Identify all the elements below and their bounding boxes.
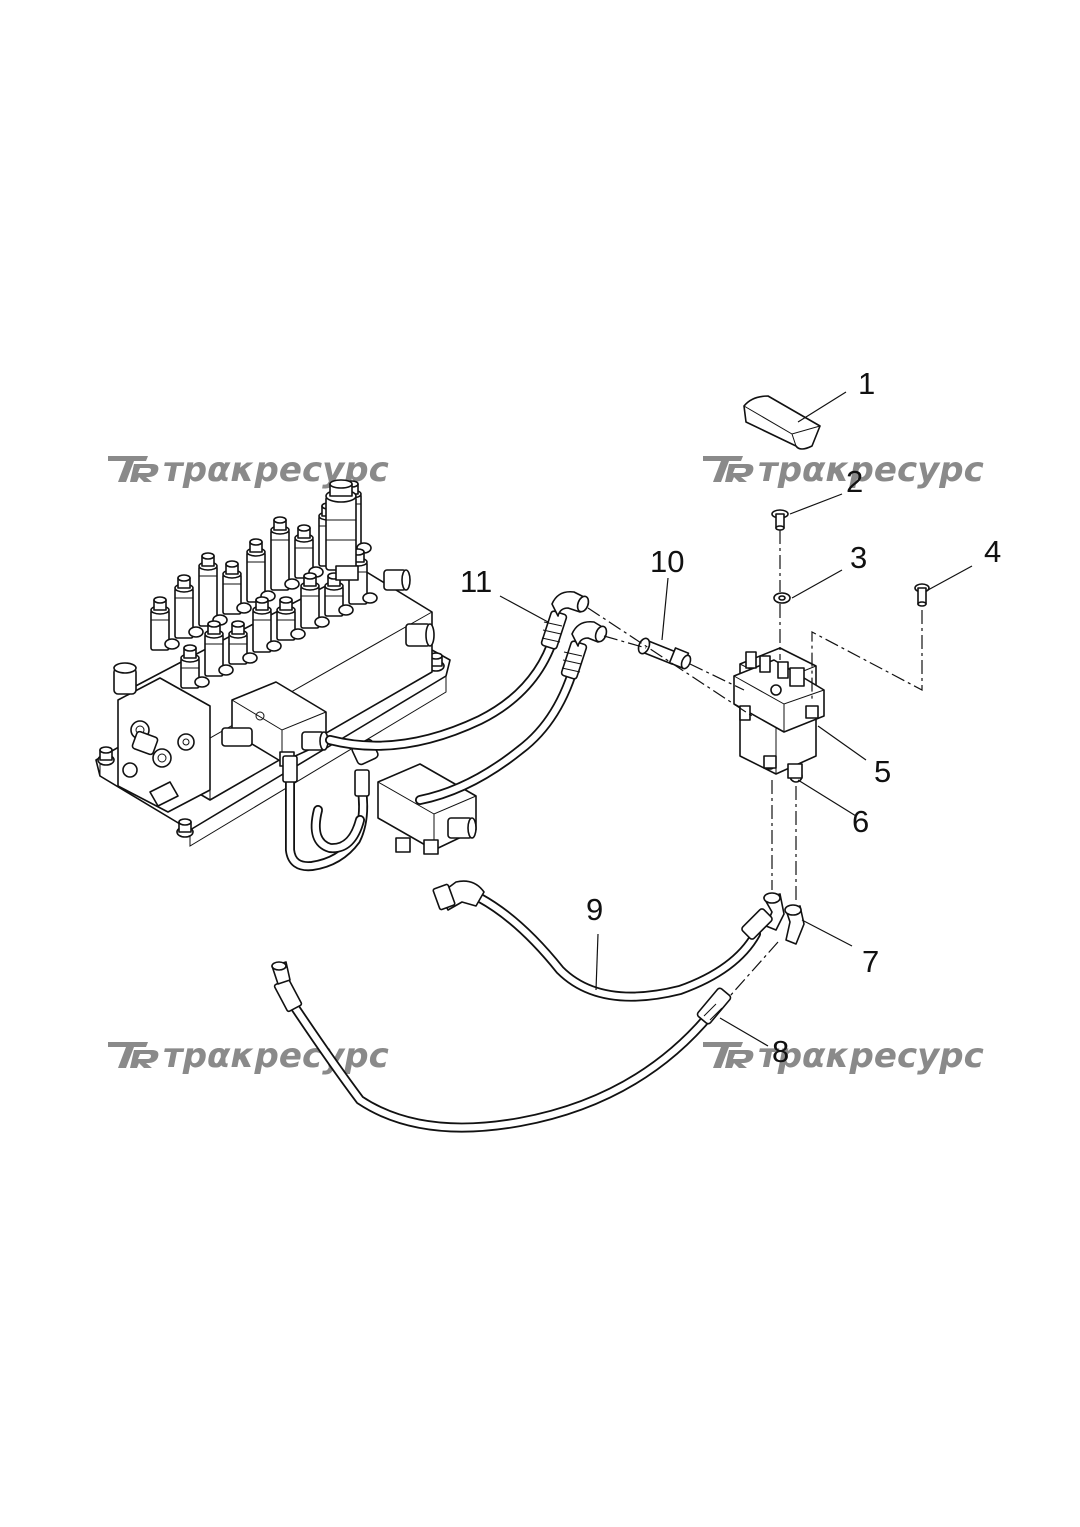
watermark-logo [108, 1042, 159, 1068]
shuttle-valve-block-upper [221, 681, 329, 767]
hose-assembly-11 [325, 590, 608, 805]
valve-spool [180, 644, 210, 689]
cover-1 [743, 395, 821, 450]
valve-spool [270, 516, 300, 591]
side-fitting [131, 730, 159, 756]
callout-7: 7 [862, 944, 879, 979]
callout-2: 2 [846, 464, 863, 499]
callout-10: 10 [650, 544, 684, 579]
screw-2 [771, 509, 789, 531]
short-hose-loop [310, 805, 365, 854]
callout-1: 1 [858, 366, 875, 401]
valve-end-section [117, 677, 211, 813]
valve-spool [204, 620, 234, 677]
watermark-logo [108, 456, 159, 482]
watermark-bottom-left: трακресурс [108, 1036, 389, 1076]
hose-assembly-8 [271, 961, 732, 1133]
watermark-top-right: трακресурс [703, 450, 984, 490]
pressure-switch-block-5 [733, 647, 825, 783]
hose-assembly-9 [432, 880, 773, 1002]
hose-crimp-sleeve [741, 908, 773, 940]
valve-spool [222, 560, 252, 615]
callout-6: 6 [852, 804, 869, 839]
watermark-bottom-right: трακресурс [703, 1036, 984, 1076]
leader-lines [499, 391, 973, 1047]
valve-spool [252, 596, 282, 653]
washer-3 [773, 592, 791, 604]
watermark-logo [703, 456, 754, 482]
callout-5: 5 [874, 754, 891, 789]
side-fitting [405, 623, 435, 647]
valve-spool [150, 596, 180, 651]
plate-bolt [176, 818, 194, 838]
valve-spool [276, 596, 306, 641]
control-valve-assembly [95, 479, 477, 872]
callout-4: 4 [984, 534, 1001, 569]
callout-11: 11 [460, 564, 492, 599]
adapter-10 [637, 637, 692, 670]
callout-3: 3 [850, 540, 867, 575]
valve-spool [300, 572, 330, 629]
relief-valve [325, 479, 359, 581]
watermark-logo [703, 1042, 754, 1068]
screw-4 [914, 583, 930, 607]
switch-screw [770, 684, 782, 696]
valve-spool [324, 572, 354, 617]
side-fitting [383, 569, 411, 591]
valve-spools [150, 480, 378, 689]
shuttle-valve-block-lower [351, 738, 477, 855]
callout-8: 8 [772, 1034, 789, 1069]
valve-spool [174, 574, 204, 639]
watermark-text: трακресурс [163, 1036, 389, 1076]
callout-9: 9 [586, 892, 603, 927]
plate-bolt [97, 746, 115, 766]
watermark-text: трακресурс [758, 450, 984, 490]
block-fitting [221, 727, 253, 747]
watermark-text: трακресурс [758, 1036, 984, 1076]
valve-spool [228, 620, 258, 665]
assembly-lines [587, 530, 923, 997]
